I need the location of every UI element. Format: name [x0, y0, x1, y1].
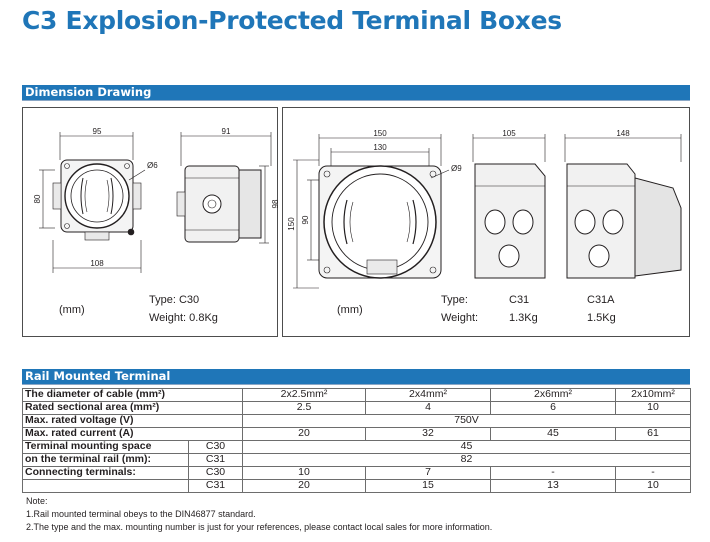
table-cell: 10: [615, 401, 691, 415]
weight-c31a: 1.5Kg: [587, 312, 616, 324]
table-cell: 45: [242, 440, 691, 454]
dimension-panel-c30: 95 91 Ø6 80 98 108 (mm) Type: C30 Weight…: [22, 107, 279, 337]
row-label: on the terminal rail (mm):: [22, 453, 189, 467]
table-row: Terminal mounting space C30 45: [22, 440, 691, 454]
dim-height-150: 150: [287, 217, 296, 231]
row-sublabel: C31: [188, 479, 243, 493]
table-row: Max. rated voltage (V) 750V: [22, 414, 691, 428]
table-cell: -: [615, 466, 691, 480]
section-rule: [22, 100, 690, 101]
table-cell: 2x10mm²: [615, 388, 691, 402]
table-cell: 15: [365, 479, 491, 493]
dim-width-95: 95: [93, 127, 102, 136]
dim-height-98: 98: [271, 199, 279, 208]
note-line: 1.Rail mounted terminal obeys to the DIN…: [26, 509, 256, 519]
table-row: Max. rated current (A) 20 32 45 61: [22, 427, 691, 441]
dim-height-90: 90: [301, 215, 310, 224]
unit-label: (mm): [337, 304, 363, 316]
table-cell: 61: [615, 427, 691, 441]
dimension-panel-c31: 150 130 105 148 Ø9 150 90 (mm) Type: Wei…: [282, 107, 690, 337]
type-label: Type: C30: [149, 294, 200, 306]
section-header-rail-mounted: Rail Mounted Terminal: [22, 369, 690, 384]
table-cell: 20: [242, 479, 366, 493]
table-cell: 13: [490, 479, 616, 493]
model-c31a: C31A: [587, 294, 615, 306]
table-row: Rated sectional area (mm²) 2.5 4 6 10: [22, 401, 691, 415]
table-cell: 10: [615, 479, 691, 493]
table-cell: 20: [242, 427, 366, 441]
dim-width-130: 130: [373, 143, 387, 152]
note-line: 2.The type and the max. mounting number …: [26, 522, 493, 532]
c30-dimension-drawing: 95 91 Ø6 80 98 108: [33, 127, 279, 273]
table-cell: 10: [242, 466, 366, 480]
rail-terminal-table: The diameter of cable (mm²) 2x2.5mm² 2x4…: [22, 388, 691, 493]
row-sublabel: C31: [188, 453, 243, 467]
table-cell: 82: [242, 453, 691, 467]
c31-dimension-drawing: 150 130 105 148 Ø9 150 90: [287, 129, 682, 289]
table-cell: 4: [365, 401, 491, 415]
table-cell: 6: [490, 401, 616, 415]
row-sublabel: C30: [188, 466, 243, 480]
table-row: C31 20 15 13 10: [22, 479, 691, 493]
table-row: Connecting terminals: C30 10 7 - -: [22, 466, 691, 480]
table-row: The diameter of cable (mm²) 2x2.5mm² 2x4…: [22, 388, 691, 402]
table-cell: -: [490, 466, 616, 480]
row-label: Rated sectional area (mm²): [22, 401, 243, 415]
weight-c31: 1.3Kg: [509, 312, 538, 324]
row-label: Connecting terminals:: [22, 466, 189, 480]
dim-height-80: 80: [33, 194, 42, 203]
table-cell: 2x6mm²: [490, 388, 616, 402]
weight-label: Weight:: [441, 312, 479, 324]
row-label: Max. rated current (A): [22, 427, 243, 441]
table-cell: 2x2.5mm²: [242, 388, 366, 402]
dim-depth-91: 91: [222, 127, 231, 136]
table-cell: 32: [365, 427, 491, 441]
dim-width-150: 150: [373, 129, 387, 138]
table-cell: 750V: [242, 414, 691, 428]
row-label: Terminal mounting space: [22, 440, 189, 454]
row-label: Max. rated voltage (V): [22, 414, 243, 428]
note-heading: Note:: [26, 496, 48, 506]
model-c31: C31: [509, 294, 530, 306]
type-label: Type:: [441, 294, 468, 306]
section-header-dimension-drawing: Dimension Drawing: [22, 85, 690, 100]
table-cell: 7: [365, 466, 491, 480]
dim-width-108: 108: [90, 259, 104, 268]
dim-hole-6: Ø6: [147, 161, 158, 170]
weight-label: Weight: 0.8Kg: [149, 312, 218, 324]
row-label: The diameter of cable (mm²): [22, 388, 243, 402]
row-label-empty: [22, 479, 189, 493]
dim-hole-9: Ø9: [451, 164, 462, 173]
table-cell: 2.5: [242, 401, 366, 415]
table-row: on the terminal rail (mm): C31 82: [22, 453, 691, 467]
section-rule: [22, 384, 690, 385]
unit-label: (mm): [59, 304, 85, 316]
row-sublabel: C30: [188, 440, 243, 454]
table-cell: 2x4mm²: [365, 388, 491, 402]
page-title: C3 Explosion-Protected Terminal Boxes: [22, 6, 562, 35]
dim-depth-148: 148: [616, 129, 630, 138]
dim-depth-105: 105: [502, 129, 516, 138]
table-cell: 45: [490, 427, 616, 441]
